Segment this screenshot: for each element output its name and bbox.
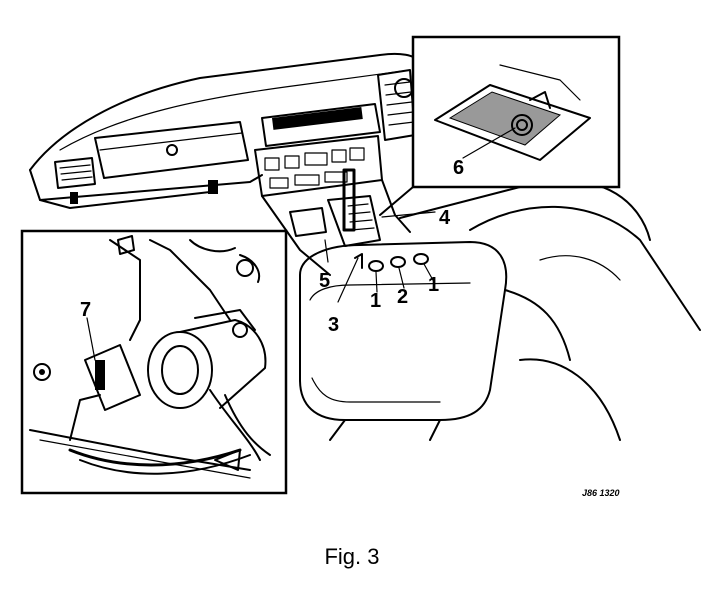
- reference-code: J86 1320: [582, 488, 620, 498]
- callout-3: 3: [328, 314, 339, 336]
- inset-lamp-detail: [379, 35, 621, 219]
- callout-1-left: 1: [370, 290, 381, 312]
- callout-6: 6: [453, 157, 464, 179]
- figure-caption: Fig. 3: [324, 544, 380, 569]
- callout-4: 4: [439, 207, 451, 229]
- dashboard-drawing: [29, 52, 701, 441]
- inset-motor-detail: [20, 229, 288, 495]
- callout-5: 5: [319, 270, 330, 292]
- callout-1-right: 1: [428, 274, 439, 296]
- callout-7: 7: [80, 299, 91, 321]
- leader-lines: [86, 127, 516, 361]
- callout-2: 2: [397, 286, 408, 308]
